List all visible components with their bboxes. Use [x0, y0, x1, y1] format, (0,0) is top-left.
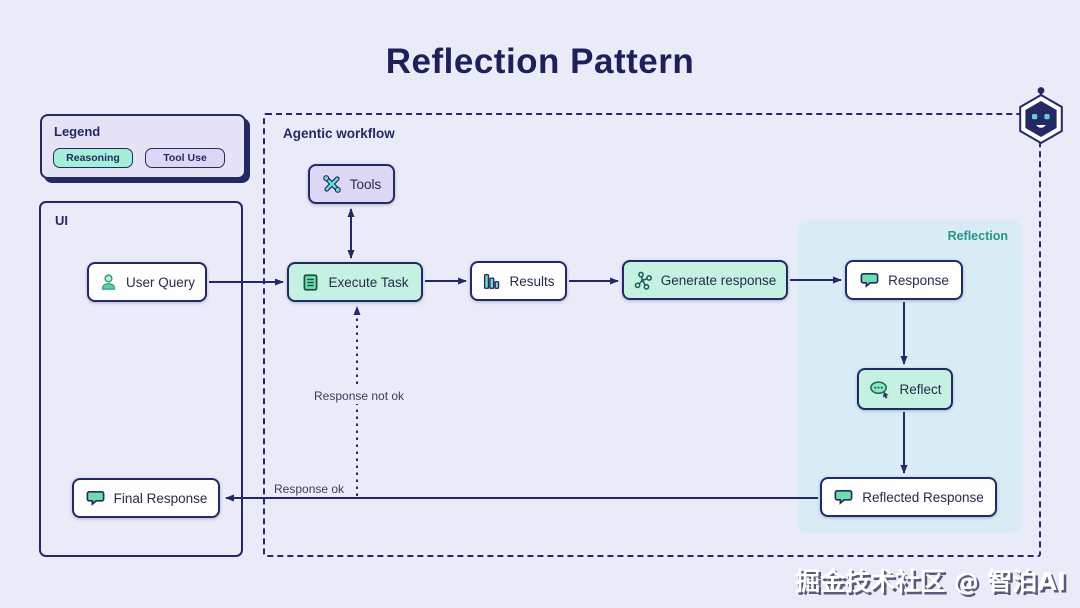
speech-bubble-icon [833, 488, 854, 506]
node-label: Tools [349, 176, 382, 192]
node-label: Reflect [899, 381, 942, 397]
thought-cloud-icon [868, 379, 891, 399]
legend-panel: Legend Reasoning Tool Use [40, 114, 246, 179]
node-label: User Query [125, 274, 196, 290]
node-label: Generate response [660, 272, 777, 288]
ui-panel-label: UI [55, 213, 68, 228]
ui-panel: UI [39, 201, 243, 557]
response-node: Response [845, 260, 963, 300]
watermark-text: 掘金技术社区 @ 智泊AI [794, 567, 1066, 596]
execute-task-node: Execute Task [287, 262, 423, 302]
robot-hexagon-icon [1012, 84, 1070, 153]
legend-pills: Reasoning Tool Use [53, 148, 225, 168]
agentic-workflow-label: Agentic workflow [283, 126, 395, 141]
legend-item-reasoning: Reasoning [53, 148, 133, 168]
node-label: Results [509, 273, 555, 289]
speech-bubble-icon [85, 489, 106, 507]
user-query-node: User Query [87, 262, 207, 302]
reflected-response-node: Reflected Response [820, 477, 997, 517]
response-ok-label: Response ok [274, 482, 345, 496]
crossed-tools-icon [322, 174, 342, 194]
final-response-node: Final Response [72, 478, 220, 518]
node-label: Reflected Response [862, 489, 984, 505]
document-list-icon [301, 273, 320, 292]
legend-item-tool-use: Tool Use [145, 148, 225, 168]
agentic-workflow-panel: Agentic workflow [263, 113, 1041, 557]
results-node: Results [470, 261, 567, 301]
legend-title: Legend [54, 124, 101, 139]
node-label: Execute Task [328, 274, 409, 290]
response-not-ok-label: Response not ok [311, 388, 408, 404]
bar-chart-icon [482, 272, 501, 291]
speech-bubble-icon [859, 271, 880, 289]
person-icon [99, 273, 118, 292]
generate-response-node: Generate response [622, 260, 788, 300]
reflect-node: Reflect [857, 368, 953, 410]
reflection-panel-label: Reflection [947, 229, 1008, 243]
node-label: Response [888, 272, 949, 288]
tools-node: Tools [308, 164, 395, 204]
page-title: Reflection Pattern [385, 42, 695, 81]
node-label: Final Response [113, 490, 208, 506]
network-icon [634, 271, 653, 290]
